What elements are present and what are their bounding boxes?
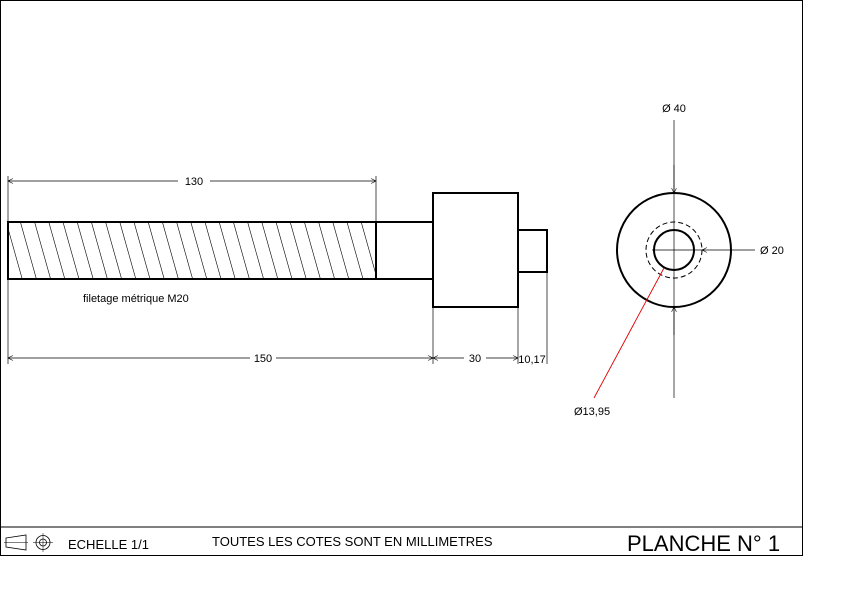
thread-line — [147, 222, 165, 279]
dimension-150-label: 150 — [254, 353, 272, 365]
thread-hatching — [8, 222, 406, 279]
end-view — [593, 120, 755, 399]
thread-line — [34, 222, 51, 279]
plain-shaft — [375, 221, 434, 280]
thread-line — [275, 222, 293, 279]
bore-leader-line — [593, 267, 665, 399]
thread-note: filetage métrique M20 — [83, 293, 189, 305]
thread-line — [8, 277, 9, 279]
dimension-collar-length: 30 — [433, 307, 518, 365]
thread-line — [289, 222, 307, 279]
thread-line — [62, 222, 80, 279]
bore-diameter-label: Ø13,95 — [574, 406, 610, 418]
thread-line — [105, 222, 122, 279]
thread-line — [218, 222, 236, 279]
thread-line — [119, 222, 137, 279]
thread-line — [346, 222, 364, 279]
collar — [432, 192, 519, 308]
thread-line — [204, 222, 222, 279]
thread-line — [375, 222, 376, 226]
dimension-130-label: 130 — [185, 176, 203, 188]
thread-line — [20, 222, 37, 279]
thread-line — [304, 222, 321, 279]
thread-line — [390, 222, 406, 279]
thread-line — [332, 222, 350, 279]
thread-line — [190, 222, 208, 279]
dimension-30-label: 30 — [469, 353, 481, 365]
thread-line — [318, 222, 335, 279]
thread-line — [360, 222, 376, 276]
units-note: TOUTES LES COTES SONT EN MILLIMETRES — [212, 534, 493, 549]
dimension-10-17-label: 10,17 — [518, 354, 546, 366]
hole-diameter-label: Ø 20 — [760, 245, 784, 257]
dimension-pin-length: 10,17 — [518, 272, 548, 366]
thread-line — [247, 222, 264, 279]
dimension-thread-length: 130 — [8, 176, 376, 222]
thread-line — [261, 222, 279, 279]
thread-line — [162, 222, 179, 279]
thread-line — [48, 222, 66, 279]
thread-line — [91, 222, 108, 279]
sheet-number: PLANCHE N° 1 — [627, 531, 780, 556]
side-view — [7, 192, 548, 308]
dimension-shaft-length: 150 — [8, 279, 433, 365]
thread-line — [76, 222, 94, 279]
pin — [517, 229, 548, 273]
thread-line — [233, 222, 250, 279]
projection-symbol-icon — [4, 533, 53, 552]
thread-line — [133, 222, 151, 279]
outer-diameter-label: Ø 40 — [662, 103, 686, 115]
thread-line — [8, 227, 23, 279]
sheet-frame — [0, 0, 803, 556]
thread-line — [176, 222, 193, 279]
scale-label: ECHELLE 1/1 — [68, 537, 149, 552]
